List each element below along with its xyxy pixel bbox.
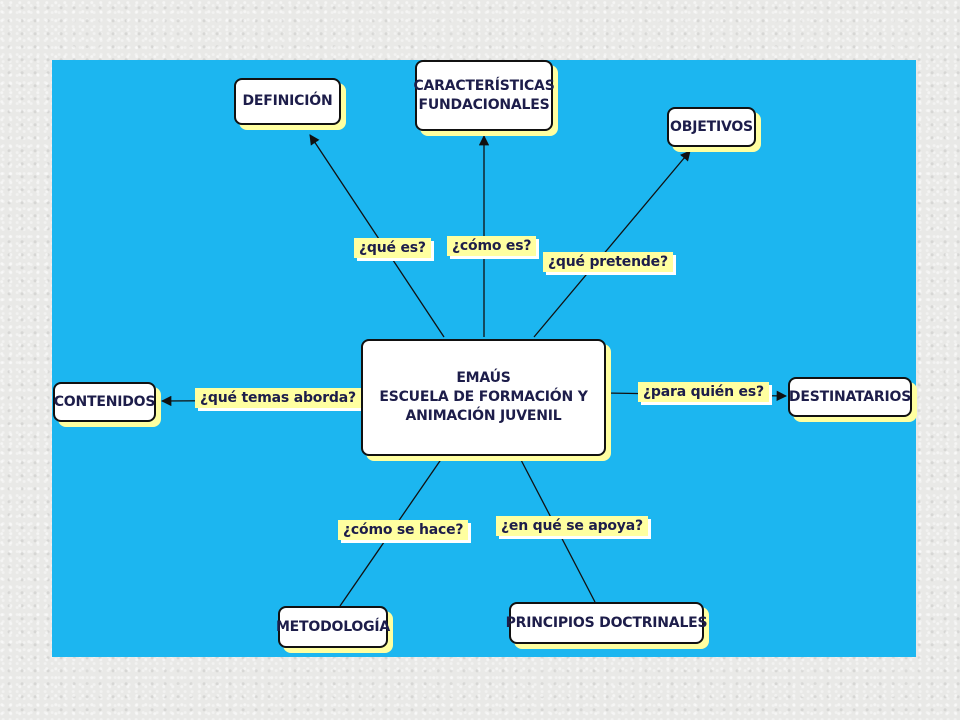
link-label-como-se-hace: ¿cómo se hace? [338, 520, 469, 540]
node-caracteristicas-fundacionales: CARACTERÍSTICAS FUNDACIONALES [413, 60, 555, 131]
node-central-topic: EMAÚS ESCUELA DE FORMACIÓN Y ANIMACIÓN J… [361, 339, 606, 456]
center-title: EMAÚS [456, 370, 511, 387]
node-principios-label: PRINCIPIOS DOCTRINALES [505, 614, 708, 631]
node-caracteristicas-line1: CARACTERÍSTICAS [413, 77, 555, 94]
node-definicion-label: DEFINICIÓN [242, 93, 333, 110]
node-destinatarios-label: DESTINATARIOS [788, 388, 912, 405]
node-destinatarios: DESTINATARIOS [788, 377, 912, 417]
link-label-en-que-se-apoya: ¿en qué se apoya? [496, 516, 648, 536]
link-label-que-pretende: ¿qué pretende? [543, 252, 673, 272]
node-metodologia: METODOLOGÍA [275, 606, 391, 648]
link-label-que-es: ¿qué es? [354, 238, 431, 258]
node-caracteristicas-line2: FUNDACIONALES [418, 96, 550, 113]
node-principios-doctrinales: PRINCIPIOS DOCTRINALES [506, 602, 708, 644]
center-line2: ESCUELA DE FORMACIÓN Y [379, 389, 588, 406]
node-objetivos-label: OBJETIVOS [670, 118, 753, 135]
link-label-para-quien-es: ¿para quién es? [638, 382, 769, 402]
node-objetivos: OBJETIVOS [667, 107, 756, 147]
link-line-objetivos [533, 150, 691, 338]
center-line3: ANIMACIÓN JUVENIL [405, 407, 562, 424]
node-contenidos-label: CONTENIDOS [53, 393, 156, 410]
link-label-que-temas-aborda: ¿qué temas aborda? [195, 388, 361, 408]
node-definicion: DEFINICIÓN [234, 78, 341, 125]
node-contenidos: CONTENIDOS [53, 382, 156, 422]
link-line-definicion [309, 134, 445, 338]
node-metodologia-label: METODOLOGÍA [275, 618, 391, 635]
concept-map-canvas: ¿qué es? ¿cómo es? ¿qué pretende? ¿qué t… [52, 60, 916, 657]
link-label-como-es: ¿cómo es? [447, 236, 537, 256]
